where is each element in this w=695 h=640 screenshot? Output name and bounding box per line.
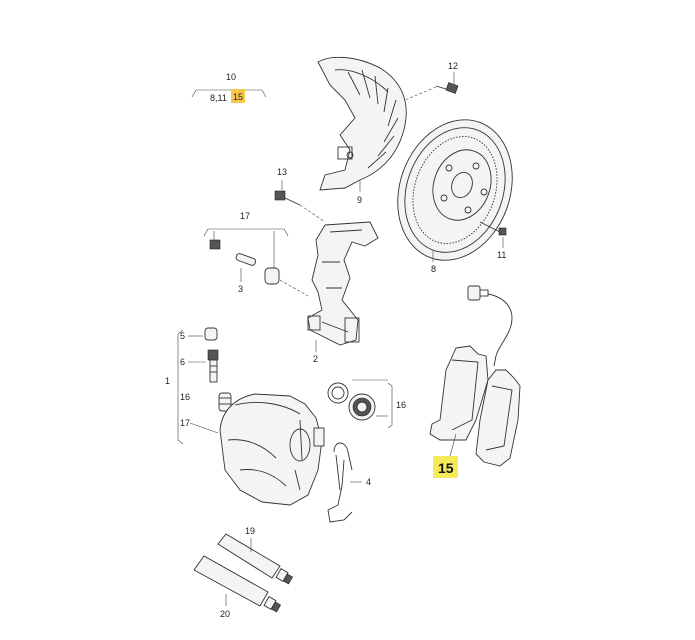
highlight-15-small[interactable]: [231, 89, 245, 103]
callout-group-17-top: 17: [203, 211, 289, 268]
label-5: 5: [180, 331, 185, 341]
label-15-large[interactable]: 15: [438, 460, 454, 476]
label-17-top: 17: [240, 211, 250, 221]
label-6: 6: [180, 357, 185, 367]
caliper-carrier-part-2[interactable]: [307, 221, 379, 346]
label-9: 9: [357, 195, 362, 205]
label-2: 2: [313, 354, 318, 364]
bracket-10: [191, 89, 267, 98]
paste-tube-part-20[interactable]: [193, 555, 282, 613]
caliper-housing[interactable]: [219, 393, 325, 506]
label-1: 1: [165, 376, 170, 386]
callout-group-10: 10 8,11 15: [191, 72, 267, 103]
paste-tube-part-19[interactable]: [217, 533, 294, 585]
label-8-11: 8,11: [210, 93, 227, 103]
bolt-part-12[interactable]: [435, 82, 459, 94]
label-15-small[interactable]: 15: [233, 92, 243, 102]
label-10: 10: [226, 72, 236, 82]
brake-disc-part-8[interactable]: [379, 104, 532, 277]
brake-pad-part-15[interactable]: [429, 345, 521, 467]
label-11: 11: [497, 250, 506, 260]
bleeder-cap-part-5[interactable]: [204, 327, 218, 341]
bleeder-screw-part-6[interactable]: [207, 349, 219, 383]
label-4: 4: [366, 477, 371, 487]
callout-group-1: 1 5 6 16 17: [165, 329, 219, 445]
label-17-left: 17: [180, 418, 190, 428]
wear-sensor-cable[interactable]: [467, 285, 513, 367]
retaining-spring-part-4[interactable]: [327, 442, 353, 523]
label-20: 20: [220, 609, 230, 619]
highlight-15-large[interactable]: [433, 456, 458, 478]
splash-shield-part-9[interactable]: [317, 56, 407, 191]
label-3: 3: [238, 284, 243, 294]
label-16-left: 16: [180, 392, 190, 402]
screw-part-11[interactable]: [479, 221, 507, 236]
seal-kit-part-16[interactable]: [327, 382, 376, 421]
label-12: 12: [448, 61, 458, 71]
guide-pin-part-3[interactable]: [209, 239, 280, 285]
callout-group-16-right: 16: [352, 379, 406, 429]
label-8: 8: [431, 264, 436, 274]
label-13: 13: [277, 167, 287, 177]
label-16-right: 16: [396, 400, 406, 410]
seal-part-16-small[interactable]: [218, 392, 232, 412]
label-19: 19: [245, 526, 255, 536]
bolt-part-13[interactable]: [274, 190, 301, 206]
